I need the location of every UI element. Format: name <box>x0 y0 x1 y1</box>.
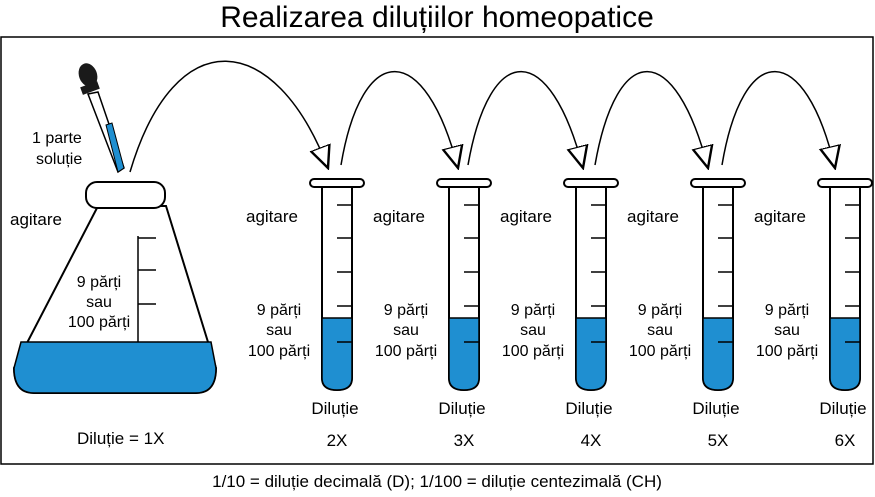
tube-dilution-label: Diluție <box>692 399 739 418</box>
tube-parts-line1: 9 părți <box>511 302 555 319</box>
tube-liquid <box>702 317 734 391</box>
tube-parts-line2: sau <box>393 322 419 339</box>
diagram-frame <box>0 36 874 465</box>
tube-parts-line3: 100 părți <box>629 343 691 360</box>
arrow-tube1-to-tube2 <box>340 70 458 168</box>
tube-parts-line1: 9 părți <box>765 302 809 319</box>
tube-agitation-label: agitare <box>754 207 806 226</box>
tube-parts-line1: 9 părți <box>638 302 682 319</box>
dropper-liquid <box>105 122 125 173</box>
tube-dilution-factor: 6X <box>835 431 856 450</box>
tube-dilution-factor: 5X <box>708 431 729 450</box>
arrow-tube4-to-tube5 <box>721 70 835 168</box>
tube-rim <box>563 178 619 188</box>
tube-parts-line2: sau <box>647 322 673 339</box>
tube-agitation-label: agitare <box>373 207 425 226</box>
tube-rim <box>436 178 492 188</box>
flask-agitation-label: agitare <box>10 210 62 229</box>
tube-agitation-label: agitare <box>246 207 298 226</box>
transfer-arrows <box>129 60 835 173</box>
tube-rim <box>690 178 746 188</box>
arrow-tube2-to-tube3 <box>467 70 583 168</box>
tube-parts-line3: 100 părți <box>756 343 818 360</box>
flask-stopper <box>85 181 166 209</box>
tube-dilution-factor: 2X <box>327 431 348 450</box>
tube-dilution-factor: 4X <box>581 431 602 450</box>
diagram-title: Realizarea diluțiilor homeopatice <box>220 1 654 34</box>
flask-dilution-label: Diluție = 1X <box>77 429 164 448</box>
tube-rim <box>309 178 365 188</box>
dropper-bulb <box>78 63 98 87</box>
tube-parts-line3: 100 părți <box>375 343 437 360</box>
tube-liquid <box>321 317 353 391</box>
tube-rim <box>817 178 873 188</box>
tube-parts-line3: 100 părți <box>248 343 310 360</box>
flask-parts-line3: 100 părți <box>68 314 130 331</box>
tube-parts-line1: 9 părți <box>257 302 301 319</box>
arrow-flask-to-tube1 <box>129 60 328 173</box>
dropper-collar <box>80 81 100 95</box>
tube-dilution-factor: 3X <box>454 431 475 450</box>
footnote: 1/10 = diluție decimală (D); 1/100 = dil… <box>212 472 662 491</box>
flask-parts-line2: sau <box>86 294 112 311</box>
dropper-label-line2: soluție <box>36 151 82 168</box>
flask-liquid <box>13 341 217 394</box>
tube-dilution-label: Diluție <box>565 399 612 418</box>
tube-parts-line3: 100 părți <box>502 343 564 360</box>
flask <box>12 181 218 394</box>
flask-parts-line1: 9 părți <box>77 274 121 291</box>
dropper-label-line1: 1 parte <box>32 130 82 147</box>
dropper <box>78 63 125 174</box>
tube-dilution-label: Diluție <box>311 399 358 418</box>
tube-liquid <box>575 317 607 391</box>
tube-parts-line2: sau <box>520 322 546 339</box>
tube-liquid <box>448 317 480 391</box>
tube-dilution-label: Diluție <box>438 399 485 418</box>
tube-parts-line2: sau <box>266 322 292 339</box>
arrow-tube3-to-tube4 <box>594 70 708 168</box>
tube-agitation-label: agitare <box>500 207 552 226</box>
tube-parts-line1: 9 părți <box>384 302 428 319</box>
tube-parts-line2: sau <box>774 322 800 339</box>
tube-liquid <box>829 317 861 391</box>
tube-dilution-label: Diluție <box>819 399 866 418</box>
tube-agitation-label: agitare <box>627 207 679 226</box>
